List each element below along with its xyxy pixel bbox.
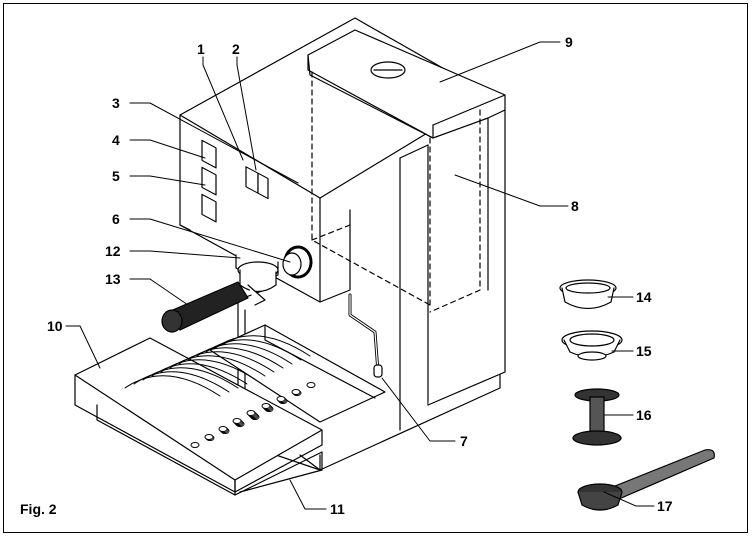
grille-slot [160,359,257,381]
callout-15: 15 [636,343,652,359]
tray-hole [306,382,316,388]
drip-tray-holes [190,382,316,448]
callout-11: 11 [330,501,345,517]
callout-5: 5 [112,168,120,184]
tray-drawer [234,451,323,496]
grille-slot [142,367,239,389]
callout-1: 1 [197,41,205,57]
grille-slot [205,339,302,361]
grille-slot [178,351,275,373]
callout-3: 3 [112,95,120,111]
grille-slot [214,335,311,357]
grille-slot [187,347,284,369]
callout-4: 4 [112,132,120,148]
grille-slot [133,371,230,393]
callout-16: 16 [636,407,652,423]
tray-hole [218,426,228,432]
tray-hole [246,410,256,416]
switch-group-right [245,166,269,200]
filter-basket-double [561,330,623,361]
steam-wand [348,293,383,378]
callout-7: 7 [460,433,468,449]
tray-hole [190,442,200,448]
callout-12: 12 [105,243,121,259]
leader-lines [65,41,655,510]
callout-6: 6 [112,211,120,227]
callout-10: 10 [47,318,63,334]
grille-slot [151,363,248,385]
callout-2: 2 [232,41,240,57]
switch-group-left [201,139,217,223]
grille-slot [124,375,221,397]
tray-hole [276,396,286,402]
tamper [572,388,622,446]
drip-tray-slots [124,335,311,397]
tray-hole [261,403,271,409]
figure-label: Fig. 2 [20,501,57,517]
callout-13: 13 [105,271,121,287]
group-head [235,254,279,293]
grille-slot [169,355,266,377]
measuring-spoon [577,449,715,511]
tray-hole [291,389,301,395]
tray-hole [232,418,242,424]
callout-8: 8 [571,198,579,214]
callout-17: 17 [657,498,673,514]
callout-9: 9 [565,34,573,50]
figure-frame [3,3,748,533]
tray-hole [204,434,214,440]
filter-basket-single [559,279,617,310]
steam-knob [282,245,313,279]
water-tank-lid [307,29,506,139]
grille-slot [196,343,293,365]
water-tank-hidden [311,71,481,313]
callout-14: 14 [636,289,652,305]
portafilter [161,281,266,333]
